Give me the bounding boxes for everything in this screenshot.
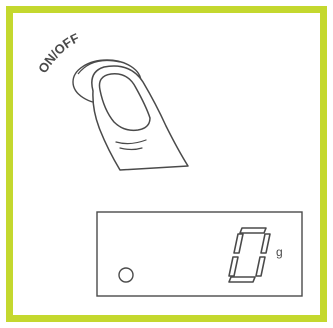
indicator-circle-icon	[119, 268, 133, 282]
onoff-label-text: ON/OFF	[35, 30, 81, 76]
display-panel	[97, 212, 302, 296]
finger-pressing-icon	[92, 66, 188, 170]
display-unit: g	[276, 245, 283, 259]
onoff-label: ON/OFF	[35, 30, 81, 76]
